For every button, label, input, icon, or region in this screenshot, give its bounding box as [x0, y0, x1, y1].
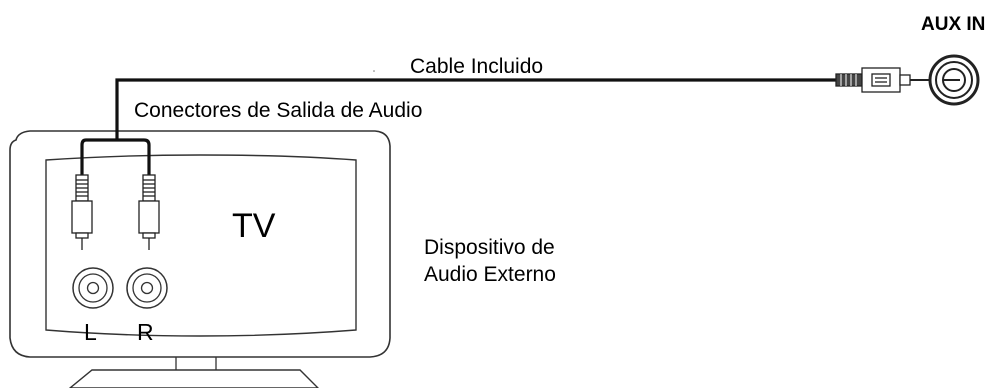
aux-plug [835, 67, 936, 93]
rca-plug-left [71, 174, 93, 250]
tv-stand-base [68, 369, 319, 388]
cable-main-wire [115, 78, 842, 140]
aux-in-label: AUX IN [921, 14, 985, 35]
rca-plug-right [138, 174, 160, 250]
tv-label: TV [232, 207, 276, 245]
rca-jack-left [72, 267, 114, 309]
cable-label: Cable Incluido [410, 55, 543, 78]
jack-left-label: L [84, 319, 97, 345]
connectors-label: Conectores de Salida de Audio [134, 99, 422, 122]
tv-stand-neck [175, 357, 217, 370]
rca-jack-right [126, 267, 168, 309]
device-label-line2: Audio Externo [424, 263, 556, 286]
cable-right-branch [117, 138, 151, 176]
jack-right-label: R [137, 319, 154, 345]
tv-unit: TV [9, 130, 391, 388]
stray-mark [373, 70, 375, 72]
cable-left-branch [80, 138, 117, 176]
audio-cable [80, 78, 842, 176]
device-label-line1: Dispositivo de [424, 236, 555, 259]
tv-screen [45, 154, 357, 337]
aux-in-jack [928, 54, 980, 106]
